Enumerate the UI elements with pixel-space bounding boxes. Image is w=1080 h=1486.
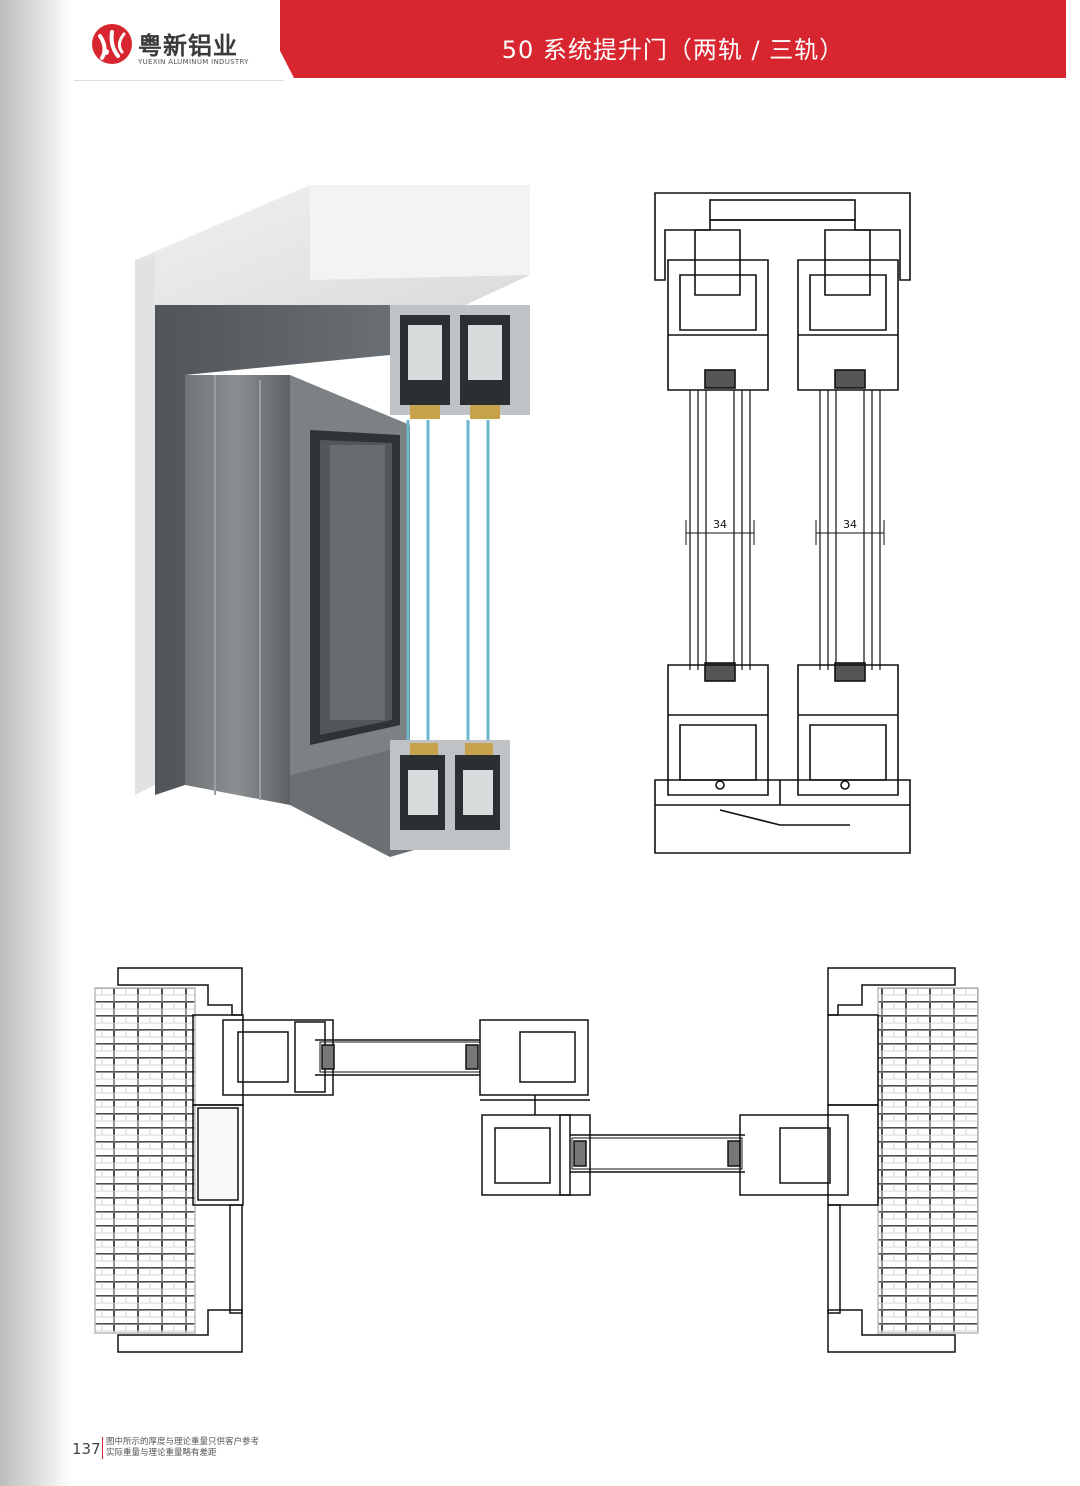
brand-logo-area: 粤新铝业 YUEXIN ALUMINUM INDUSTRY — [74, 0, 284, 81]
footer-note: 图中所示的厚度与理论重量只供客户参考 实际重量与理论重量略有差距 — [106, 1437, 259, 1459]
horizontal-plan-drawing — [94, 967, 979, 1353]
brand-name-cn: 粤新铝业 — [138, 32, 238, 60]
footer-note-line2: 实际重量与理论重量略有差距 — [106, 1448, 217, 1458]
footer-note-line1: 图中所示的厚度与理论重量只供客户参考 — [106, 1437, 260, 1447]
product-cutaway-render — [135, 185, 530, 857]
page-title: 50 系统提升门（两轨 / 三轨） — [501, 36, 845, 64]
vertical-section-drawing: 34 34 — [654, 192, 911, 854]
header-title-bar: 50 系统提升门（两轨 / 三轨） — [280, 0, 1066, 78]
page-footer: 137 图中所示的厚度与理论重量只供客户参考 实际重量与理论重量略有差距 — [70, 1434, 330, 1464]
page-number: 137 — [72, 1440, 101, 1458]
brand-name-en: YUEXIN ALUMINUM INDUSTRY — [138, 58, 249, 66]
book-spine-shadow — [0, 0, 70, 1486]
dimension-label-right: 34 — [843, 518, 857, 531]
dimension-label-left: 34 — [713, 518, 727, 531]
footer-divider — [102, 1437, 103, 1459]
yuexin-logo-icon — [92, 24, 132, 64]
